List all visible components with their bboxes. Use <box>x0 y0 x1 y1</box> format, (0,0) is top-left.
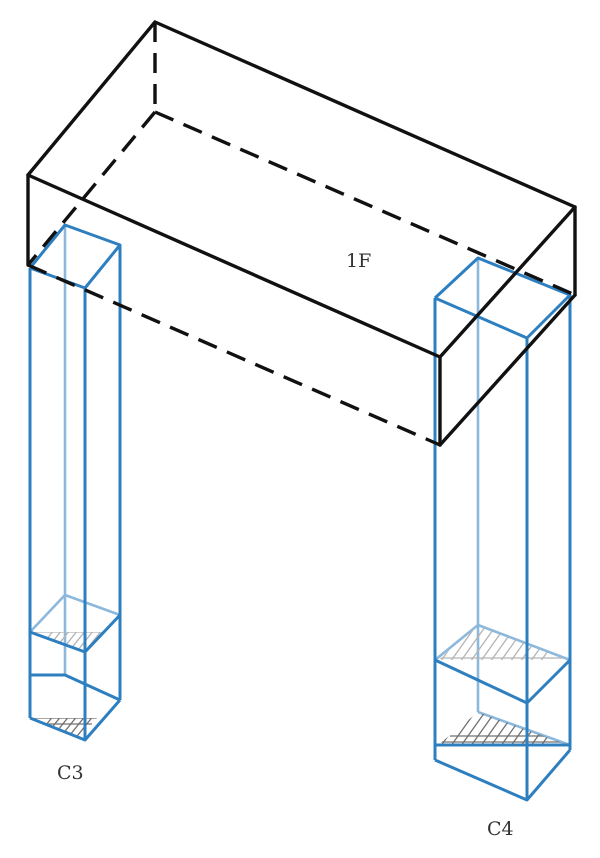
floor-slab-1f <box>26 20 577 447</box>
column-c3-back-edges <box>29 225 121 675</box>
column-label-c4: C4 <box>487 818 514 840</box>
column-c4-hatch-lower <box>438 712 568 745</box>
column-label-c3: C3 <box>57 762 84 784</box>
floor-label-1f: 1F <box>346 250 372 272</box>
slab-visible-edges <box>26 20 577 447</box>
column-c3-front-edges <box>28 223 122 742</box>
slab-hidden-edges <box>26 22 576 447</box>
column-c3-hatch-upper <box>30 632 105 652</box>
column-c4-front-edges <box>433 256 572 802</box>
column-c4-back-edges <box>434 258 571 747</box>
column-c3 <box>28 223 122 742</box>
